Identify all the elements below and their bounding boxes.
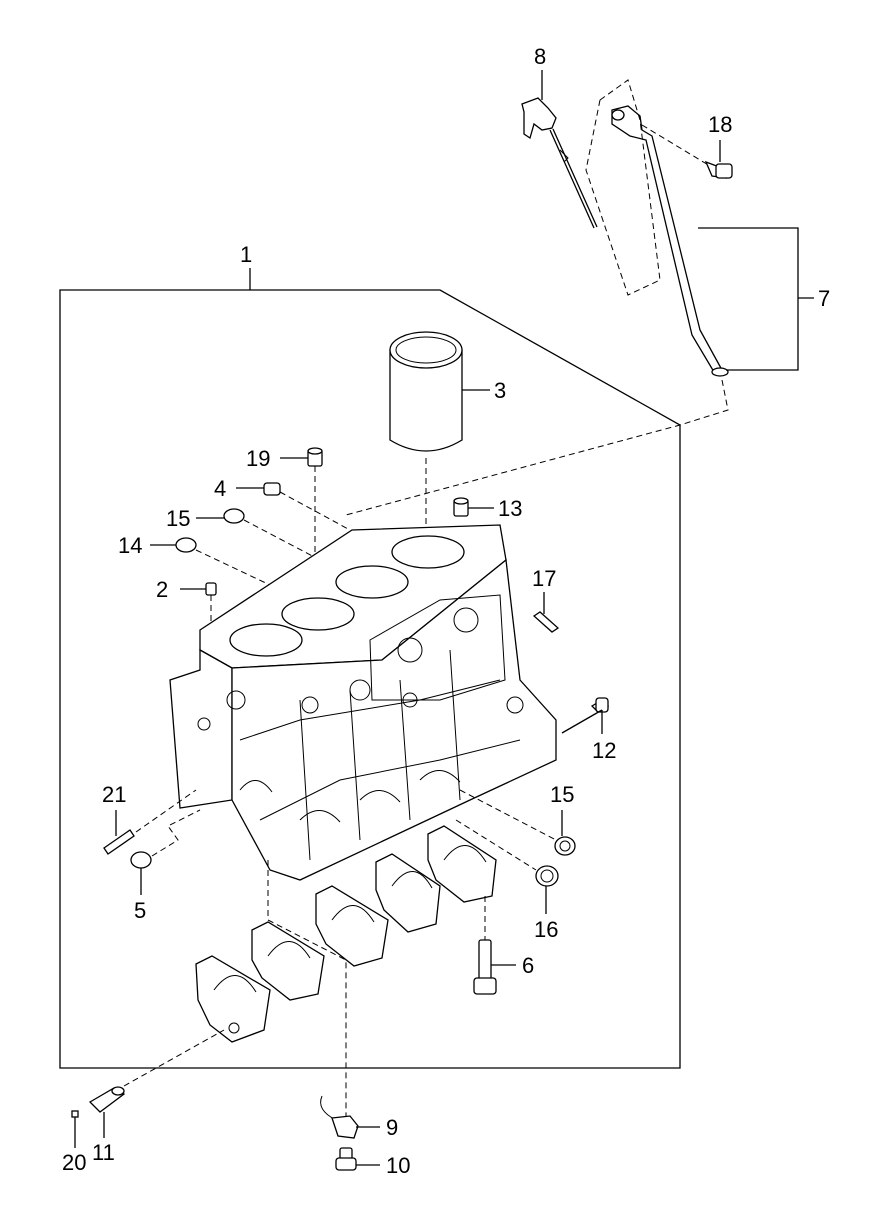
dash-9 (267, 860, 347, 1116)
dash-14 (195, 549, 271, 586)
callout-15-top: 15 (166, 506, 190, 531)
stud-21 (103, 829, 135, 855)
callout-5: 5 (134, 898, 146, 923)
cap-15-top (223, 508, 245, 524)
callout-8: 8 (534, 44, 546, 69)
bearing-cap-5 (427, 825, 497, 903)
plug-20 (71, 1110, 79, 1118)
oil-jet-11 (88, 1086, 126, 1113)
dash-15b (459, 789, 557, 841)
dash-21 (135, 789, 197, 833)
cylinder-block (169, 524, 557, 881)
cap-14 (175, 537, 197, 553)
assembly-outline (59, 289, 681, 1069)
callout-3: 3 (494, 378, 506, 403)
bearing-cap-3 (315, 885, 389, 967)
callout-11: 11 (92, 1140, 115, 1165)
oil-level-gauge (521, 97, 598, 229)
dash-18 (641, 124, 711, 167)
callout-12: 12 (592, 738, 616, 763)
callout-10: 10 (386, 1153, 410, 1178)
stud-17 (532, 611, 560, 633)
oil-jet-9 (320, 1095, 359, 1139)
dash-11 (123, 1029, 225, 1087)
bolt-18 (704, 160, 733, 179)
callout-21: 21 (102, 782, 126, 807)
dash-5 (151, 809, 201, 857)
bracket-7 (698, 227, 814, 371)
callout-20: 20 (62, 1150, 86, 1175)
bearing-cap-bolt (473, 939, 497, 995)
seal-15-lower (554, 836, 576, 856)
plug-4 (263, 482, 281, 496)
dash-15a (243, 519, 321, 561)
guide-tube-dashed-link (345, 379, 729, 516)
callout-13: 13 (498, 496, 522, 521)
dash-4 (279, 491, 351, 531)
callout-17: 17 (532, 566, 556, 591)
bearing-cap-1 (195, 955, 271, 1043)
callout-15-lower: 15 (550, 782, 574, 807)
callout-2: 2 (156, 577, 168, 602)
bearing-cap-2 (251, 921, 325, 1001)
plug-5 (130, 851, 152, 869)
callout-9: 9 (386, 1115, 398, 1140)
bearing-cap-4 (375, 853, 441, 933)
guide-tube-dashed-outline (585, 79, 661, 296)
dash-16 (455, 819, 537, 871)
callout-14: 14 (118, 533, 142, 558)
callout-1: 1 (240, 242, 252, 267)
cylinder-liner (389, 331, 463, 452)
dowel-13 (453, 497, 469, 517)
callout-16: 16 (534, 917, 558, 942)
dowel-2 (205, 582, 217, 596)
seal-16 (535, 865, 559, 887)
callout-7: 7 (818, 286, 830, 311)
callout-19: 19 (246, 446, 270, 471)
bolt-10 (335, 1147, 357, 1171)
callout-18: 18 (708, 112, 732, 137)
oil-gauge-guide-tube (611, 105, 729, 377)
callout-6: 6 (522, 953, 534, 978)
dowel-19 (307, 447, 323, 467)
pin-12 (590, 697, 610, 713)
callout-4: 4 (214, 476, 226, 501)
leader-12 (561, 709, 603, 734)
